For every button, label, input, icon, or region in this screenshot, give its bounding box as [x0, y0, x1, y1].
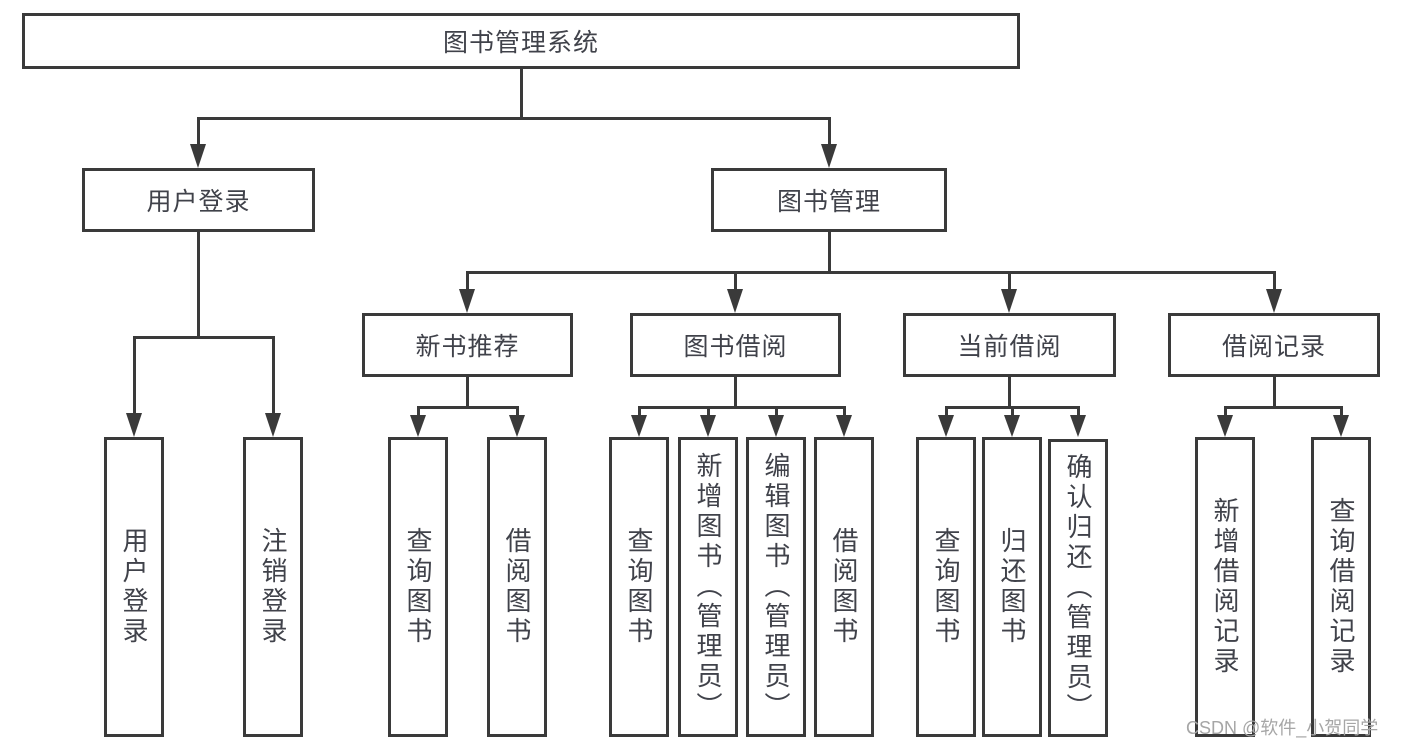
leaf-label: 注销登录: [258, 527, 288, 647]
connector-line: [417, 406, 420, 418]
leaf-label: 查询图书: [931, 527, 961, 647]
arrowhead-down: [1333, 415, 1349, 437]
leaf-label: 新增图书（管理员）: [693, 452, 723, 722]
leaf-label: 借阅图书: [829, 527, 859, 647]
connector-line: [638, 406, 641, 418]
connector-line: [828, 232, 831, 273]
arrowhead-down: [1070, 415, 1086, 437]
node-current-borrowing: 当前借阅: [903, 313, 1116, 377]
csdn-watermark: CSDN @软件_小贺同学: [1186, 718, 1379, 738]
connector-line: [133, 336, 275, 339]
arrowhead-down: [190, 144, 206, 168]
connector-line: [843, 406, 846, 418]
connector-line: [1008, 271, 1011, 291]
arrowhead-down: [821, 144, 837, 168]
connector-line: [133, 336, 136, 415]
connector-line: [1340, 406, 1343, 418]
arrowhead-down: [265, 413, 281, 437]
leaf-borrow-books: 借阅图书: [814, 437, 874, 737]
leaf-return-books: 归还图书: [982, 437, 1042, 737]
arrowhead-down: [836, 415, 852, 437]
leaf-user-login: 用户登录: [104, 437, 164, 737]
node-borrowing-records: 借阅记录: [1168, 313, 1380, 377]
leaf-label: 查询图书: [624, 527, 654, 647]
connector-line: [466, 271, 469, 291]
arrowhead-down: [509, 415, 525, 437]
connector-line: [272, 336, 275, 415]
connector-line: [466, 271, 1276, 274]
arrowhead-down: [459, 289, 475, 313]
leaf-query-books: 查询图书: [388, 437, 448, 737]
node-book-management: 图书管理: [711, 168, 947, 232]
leaf-edit-books-admin: 编辑图书（管理员）: [746, 437, 806, 737]
arrowhead-down: [1001, 289, 1017, 313]
leaf-label: 查询图书: [403, 527, 433, 647]
leaf-add-borrow-record: 新增借阅记录: [1195, 437, 1255, 737]
connector-line: [1224, 406, 1227, 418]
connector-line: [197, 117, 831, 120]
arrowhead-down: [410, 415, 426, 437]
connector-line: [1273, 271, 1276, 291]
arrowhead-down: [1217, 415, 1233, 437]
node-new-book-recommendation: 新书推荐: [362, 313, 573, 377]
leaf-label: 新增借阅记录: [1210, 497, 1240, 677]
connector-line: [775, 406, 778, 418]
connector-line: [197, 232, 200, 338]
leaf-borrow-books: 借阅图书: [487, 437, 547, 737]
arrowhead-down: [700, 415, 716, 437]
leaf-query-books: 查询图书: [916, 437, 976, 737]
connector-line: [1008, 377, 1011, 408]
connector-line: [417, 406, 519, 409]
leaf-label: 借阅图书: [502, 527, 532, 647]
connector-line: [466, 377, 469, 408]
connector-line: [1077, 406, 1080, 418]
leaf-label: 查询借阅记录: [1326, 497, 1356, 677]
connector-line: [638, 406, 846, 409]
connector-line: [734, 271, 737, 291]
leaf-query-borrow-record: 查询借阅记录: [1311, 437, 1371, 737]
leaf-label: 归还图书: [997, 527, 1027, 647]
node-user-login: 用户登录: [82, 168, 315, 232]
leaf-add-books-admin: 新增图书（管理员）: [678, 437, 738, 737]
leaf-label: 编辑图书（管理员）: [761, 452, 791, 722]
arrowhead-down: [727, 289, 743, 313]
connector-line: [520, 69, 523, 118]
connector-line: [1224, 406, 1343, 409]
connector-line: [197, 117, 200, 146]
leaf-label: 用户登录: [119, 527, 149, 647]
node-library-management-system: 图书管理系统: [22, 13, 1020, 69]
connector-line: [734, 377, 737, 408]
arrowhead-down: [938, 415, 954, 437]
arrowhead-down: [126, 413, 142, 437]
arrowhead-down: [1004, 415, 1020, 437]
leaf-confirm-return-admin: 确认归还（管理员）: [1048, 439, 1108, 737]
connector-line: [707, 406, 710, 418]
arrowhead-down: [1266, 289, 1282, 313]
leaf-query-books: 查询图书: [609, 437, 669, 737]
arrowhead-down: [768, 415, 784, 437]
connector-line: [945, 406, 948, 418]
leaf-logout: 注销登录: [243, 437, 303, 737]
node-book-borrowing: 图书借阅: [630, 313, 841, 377]
connector-line: [1273, 377, 1276, 408]
connector-line: [516, 406, 519, 418]
connector-line: [1011, 406, 1014, 418]
leaf-label: 确认归还（管理员）: [1063, 453, 1093, 723]
arrowhead-down: [631, 415, 647, 437]
connector-line: [828, 117, 831, 146]
